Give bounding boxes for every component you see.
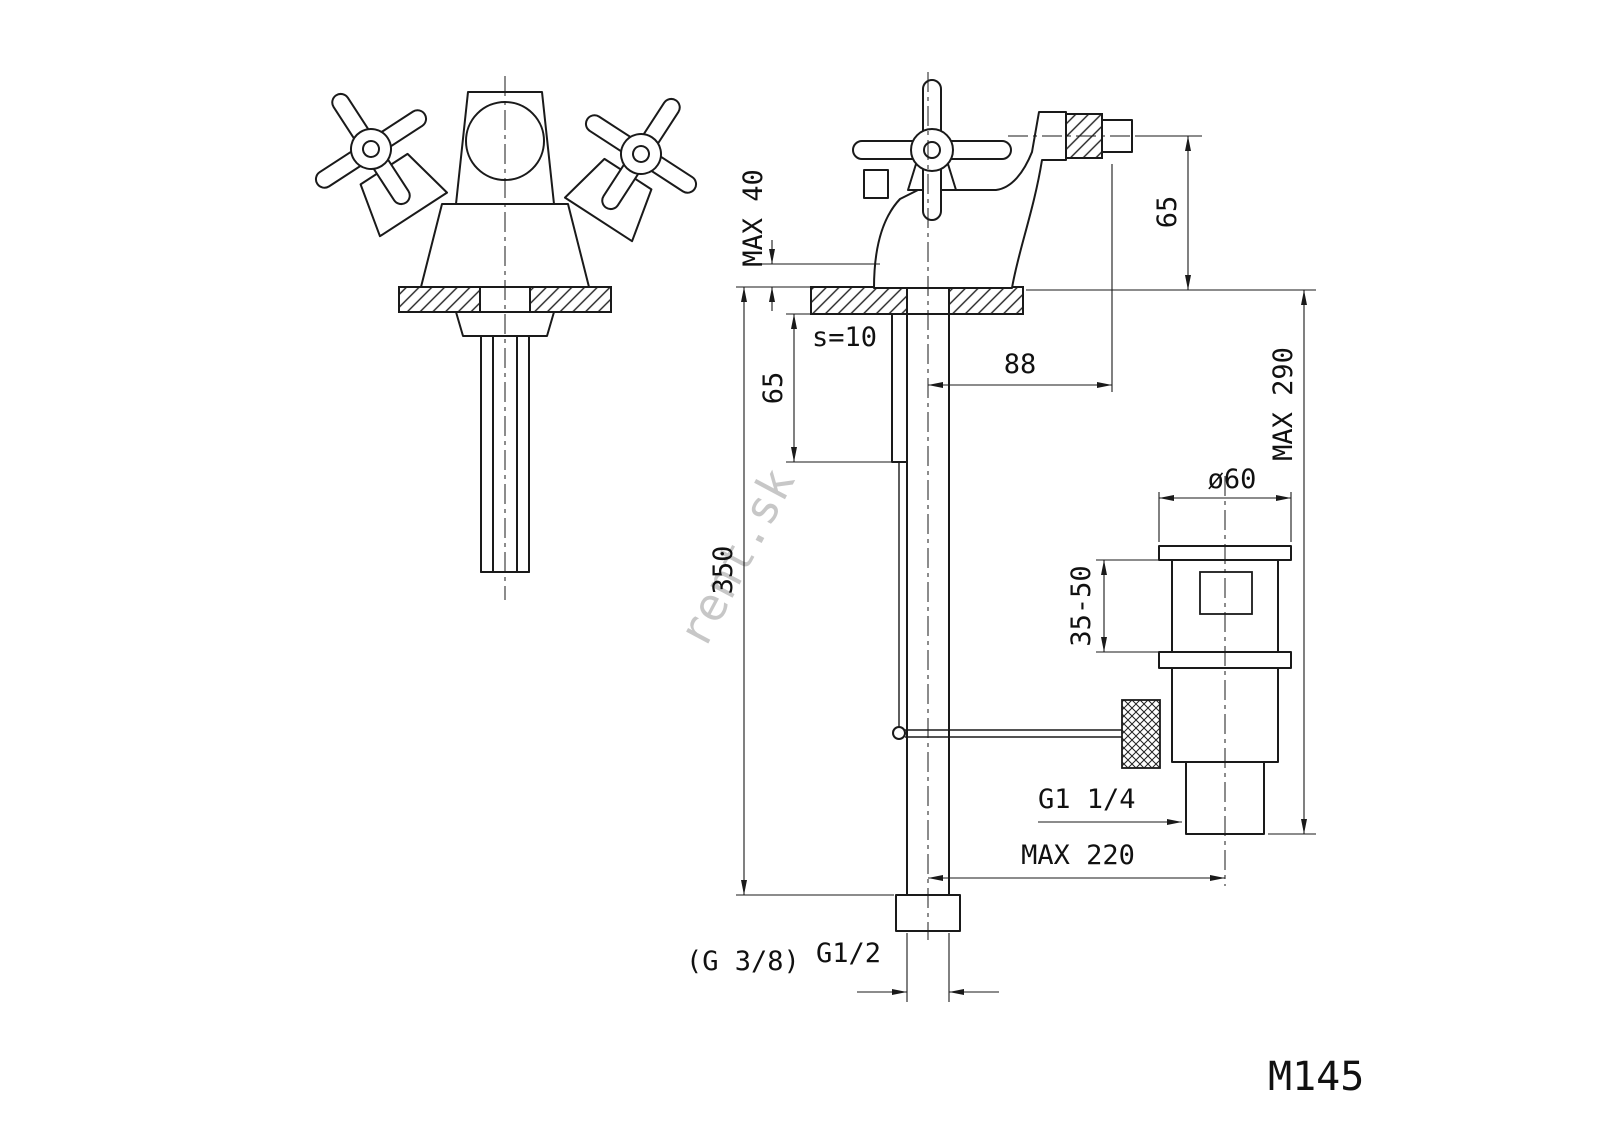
dim-label-35-50: 35-50 [1066, 565, 1097, 646]
dim-label-65-outlet: 65 [1152, 196, 1183, 229]
dim-label-65-rod: 65 [758, 372, 789, 405]
dimension-max-220: MAX 220 [928, 840, 1225, 881]
handle-hub-center [632, 145, 650, 163]
model-number: M145 [1268, 1054, 1364, 1100]
dimension-max-40: MAX 40 [736, 169, 880, 311]
dimension-dia-60: ø60 [1158, 464, 1292, 542]
dimension-350: 350 [708, 287, 894, 896]
dim-label-g38: (G 3/8) [686, 946, 800, 977]
dim-label-350: 350 [708, 546, 739, 595]
dim-label-g12: G1/2 [816, 938, 881, 969]
front-body [420, 203, 590, 288]
dim-label-max290: MAX 290 [1268, 347, 1299, 461]
popup-drain-assembly [1121, 476, 1292, 886]
popup-knob [863, 169, 889, 199]
front-view-faucet [314, 76, 698, 600]
handle-hub-center [362, 140, 380, 158]
handle-hub-center [923, 141, 941, 159]
dimension-35-50: 35-50 [1066, 559, 1159, 653]
dimension-s10: s=10 [812, 322, 877, 353]
dim-label-max40: MAX 40 [738, 169, 769, 267]
dimension-g1-2: G1/2 [816, 933, 999, 1002]
dimension-88: 88 [928, 164, 1113, 392]
dim-label-dia60: ø60 [1208, 464, 1257, 495]
front-left-handle [314, 92, 449, 238]
popup-rod-joint [892, 726, 906, 740]
dim-label-88: 88 [1004, 349, 1037, 380]
dimension-65-rod-guide: 65 [758, 313, 892, 463]
drain-window [1199, 571, 1253, 615]
dimension-g3-8: (G 3/8) [686, 946, 800, 977]
dim-label-s10: s=10 [812, 322, 877, 353]
dim-label-max220: MAX 220 [1021, 840, 1135, 871]
dim-label-g114: G1 1/4 [1038, 784, 1136, 815]
side-body [873, 111, 1067, 289]
side-view-faucet [810, 72, 1148, 940]
dimension-max-290: MAX 290 [1026, 289, 1316, 835]
dimension-65-outlet: 65 [1138, 135, 1202, 290]
dimension-g1-1-4: G1 1/4 [1038, 784, 1182, 825]
drain-knurled-nut [1121, 699, 1161, 769]
popup-rod-guide [891, 313, 908, 463]
front-right-handle [563, 97, 698, 243]
